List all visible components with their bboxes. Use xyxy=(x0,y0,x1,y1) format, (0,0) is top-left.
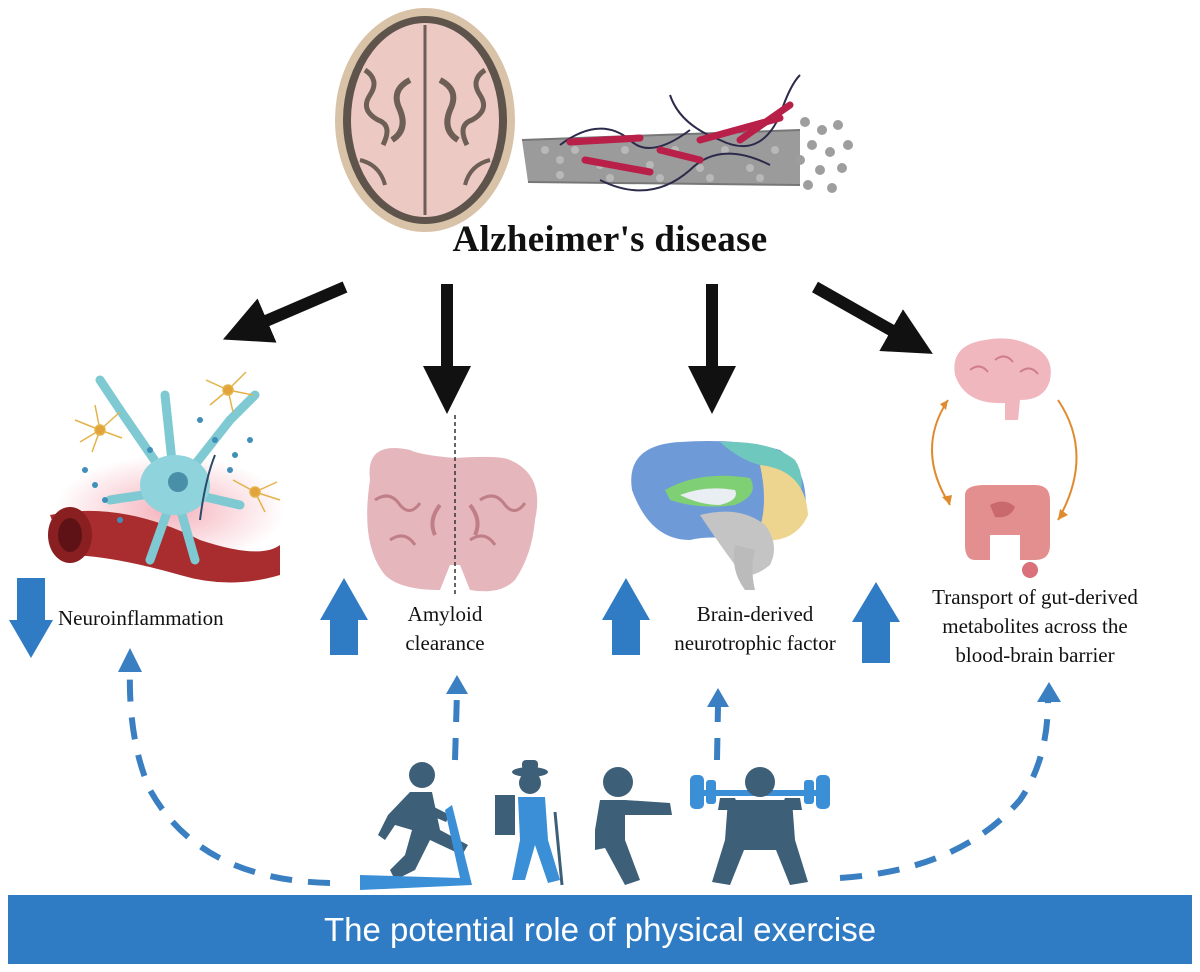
increase-arrow-icon xyxy=(602,578,650,655)
dashed-arrowhead xyxy=(707,688,729,707)
exercise-banner: The potential role of physical exercise xyxy=(8,895,1192,964)
label-gut-metabolites: Transport of gut-derived metabolites acr… xyxy=(905,583,1165,670)
brain-icon xyxy=(954,338,1051,420)
label-line: Neuroinflammation xyxy=(58,606,224,630)
dashed-arrowhead xyxy=(118,648,142,672)
decrease-arrow-icon xyxy=(9,578,53,658)
treadmill-runner-icon xyxy=(360,762,472,890)
sagittal-brain-icon xyxy=(631,441,808,590)
squat-icon xyxy=(595,767,672,885)
label-amyloid-clearance: Amyloid clearance xyxy=(380,600,510,658)
dashed-arrows xyxy=(126,667,1051,886)
label-line: metabolites across the xyxy=(942,614,1128,638)
arrow-to-gut xyxy=(812,281,933,354)
banner-text: The potential role of physical exercise xyxy=(323,910,877,948)
label-line: clearance xyxy=(405,631,485,655)
label-line: Brain-derived xyxy=(696,602,814,626)
dashed-arrowhead xyxy=(446,675,468,694)
hiker-icon xyxy=(495,760,564,886)
label-line: neurotrophic factor xyxy=(674,631,836,655)
diagram-title: Alzheimer's disease xyxy=(452,219,768,260)
barbell-squat-icon xyxy=(690,767,830,885)
neuroinflammation-illustration xyxy=(48,371,285,583)
label-line: Transport of gut-derived xyxy=(932,585,1138,609)
intestine-icon xyxy=(965,485,1050,578)
label-bdnf: Brain-derived neurotrophic factor xyxy=(640,600,870,658)
label-line: Amyloid xyxy=(407,602,483,626)
label-line: blood-brain barrier xyxy=(955,643,1115,667)
microtubule-tau-icon xyxy=(521,74,853,193)
gut-brain-axis-icon xyxy=(931,338,1078,578)
dashed-arrowhead xyxy=(1037,682,1061,702)
increase-arrow-icon xyxy=(852,582,900,663)
arrow-to-neuroinflammation xyxy=(222,281,348,343)
black-arrows xyxy=(222,281,933,414)
increase-arrow-icon xyxy=(320,578,368,655)
brain-slice-icon xyxy=(335,8,515,232)
label-neuroinflammation: Neuroinflammation xyxy=(58,606,268,631)
astrocyte-icon xyxy=(74,371,281,513)
coronal-brain-icon xyxy=(367,415,538,595)
